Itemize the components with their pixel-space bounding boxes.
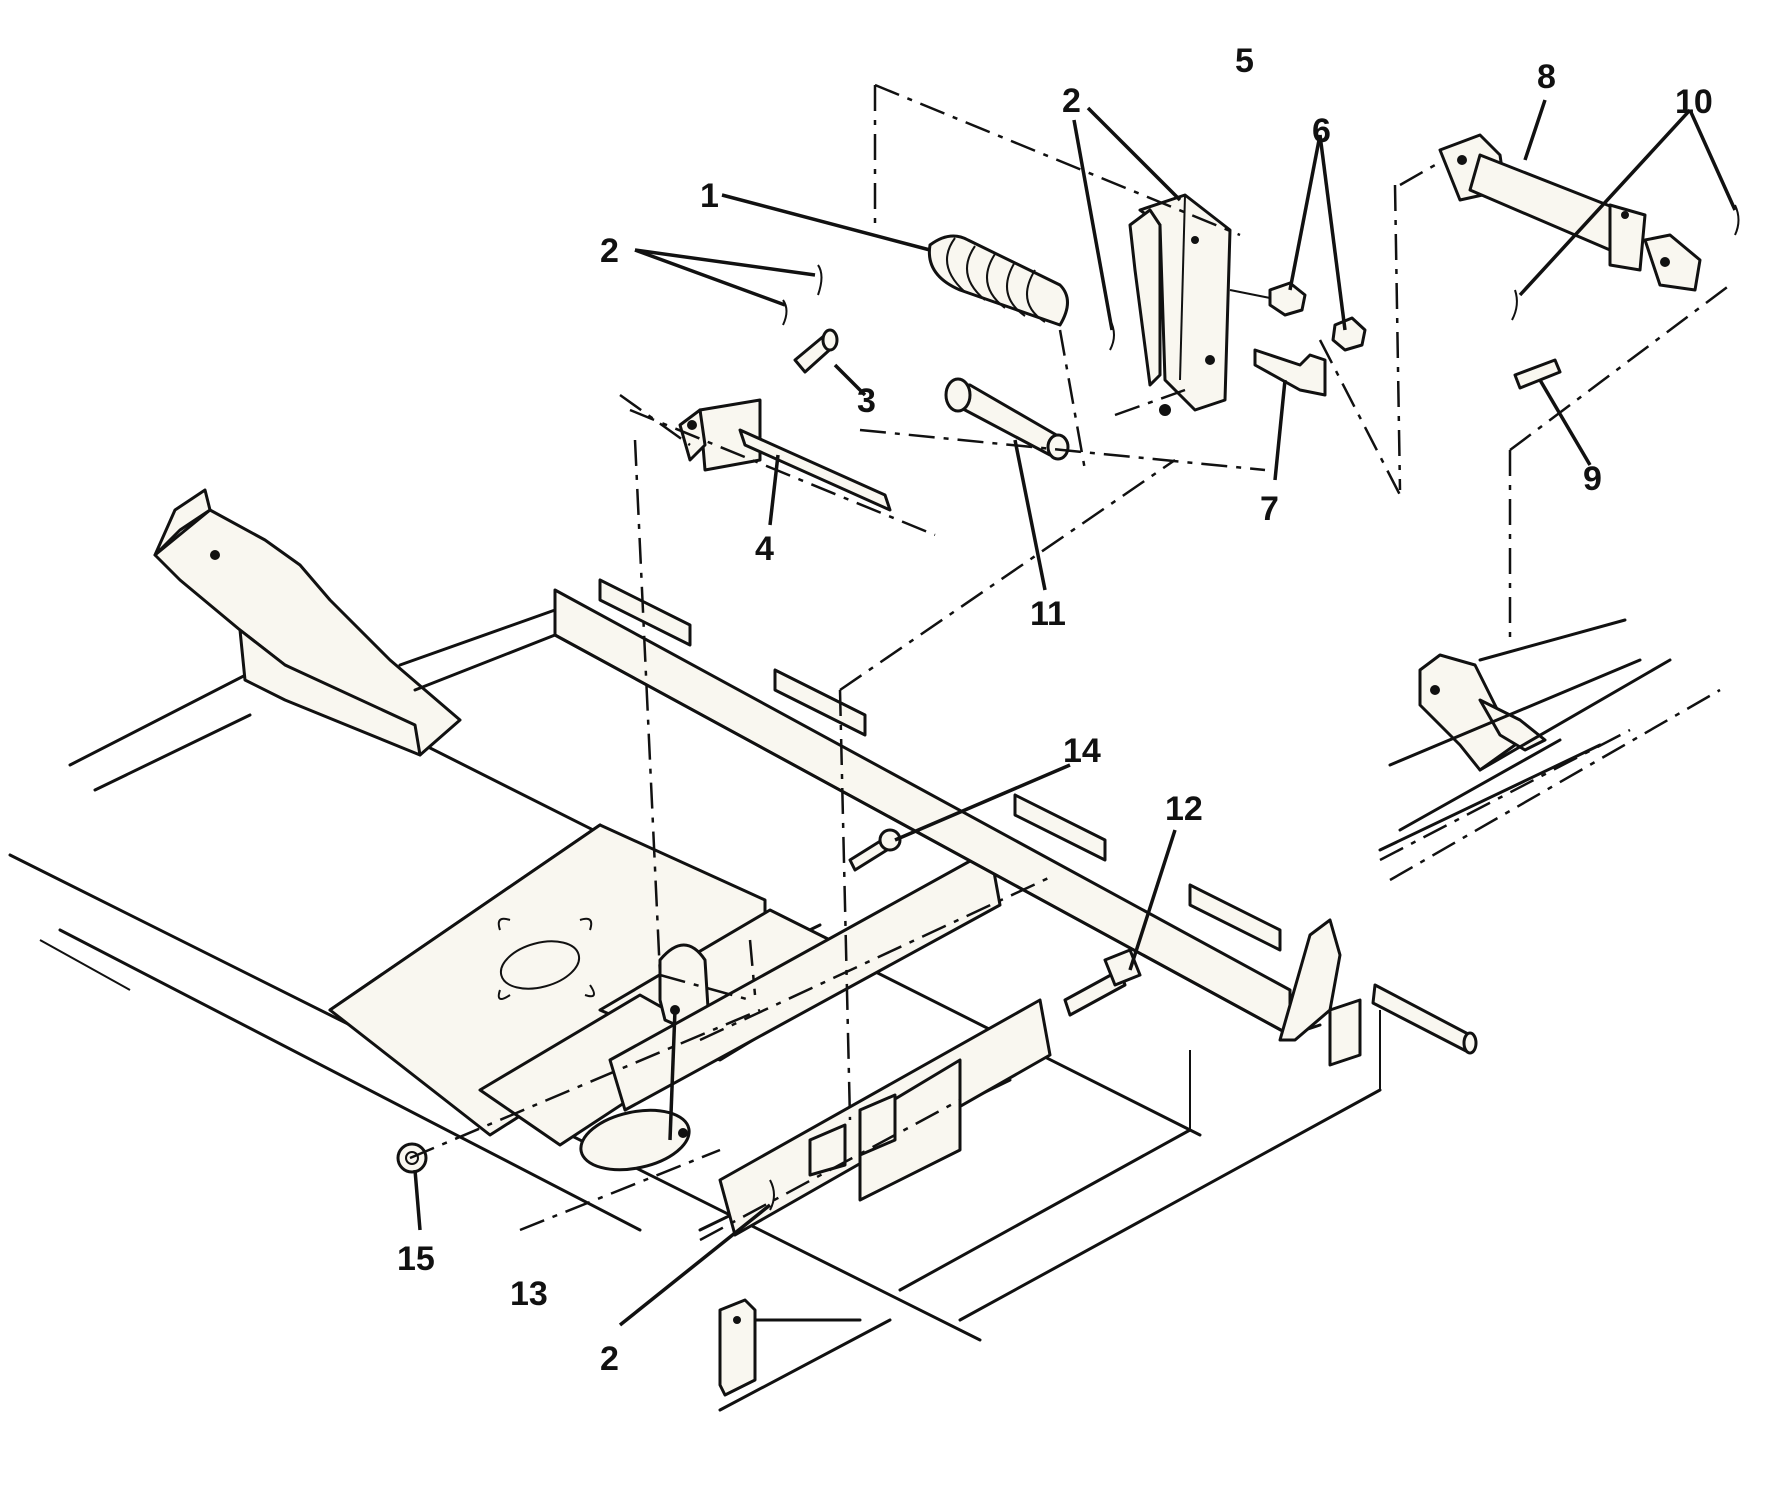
callout-10: 10 (1675, 83, 1713, 121)
part-bracket-5 (1128, 193, 1232, 416)
callout-9: 9 (1583, 460, 1602, 498)
part-cylinder-8 (1438, 133, 1702, 292)
part-rod-4 (678, 398, 892, 512)
callout-2a: 2 (600, 232, 619, 270)
callout-13: 13 (510, 1275, 548, 1313)
part-bolt-14 (848, 828, 902, 872)
callout-2b: 2 (1062, 82, 1081, 120)
callout-5: 5 (1235, 42, 1254, 80)
assembly-center-lines (409, 83, 1731, 1242)
callout-7: 7 (1260, 490, 1279, 528)
callout-15: 15 (397, 1240, 435, 1278)
leader-lines (413, 99, 1737, 1327)
callout-8: 8 (1537, 58, 1556, 96)
part-pin-9 (1513, 358, 1562, 390)
callout-1: 1 (700, 177, 719, 215)
callout-11: 11 (1030, 595, 1066, 633)
part-pin-3 (793, 328, 839, 374)
right-frame-section (1378, 618, 1721, 882)
callout-14: 14 (1063, 732, 1101, 770)
part-sleeve-11 (944, 377, 1070, 461)
callout-3: 3 (857, 382, 876, 420)
part-pin-12 (1063, 948, 1142, 1017)
deck-frame (8, 488, 1478, 1412)
callout-4: 4 (755, 530, 774, 568)
part-spring (927, 234, 1069, 327)
callout-12: 12 (1165, 790, 1203, 828)
callout-labels: 1 2 2 2 3 4 5 6 7 8 9 10 11 12 13 14 15 (397, 42, 1713, 1378)
part-pin-7 (1253, 348, 1327, 397)
callout-2c: 2 (600, 1340, 619, 1378)
callout-6: 6 (1312, 112, 1331, 150)
